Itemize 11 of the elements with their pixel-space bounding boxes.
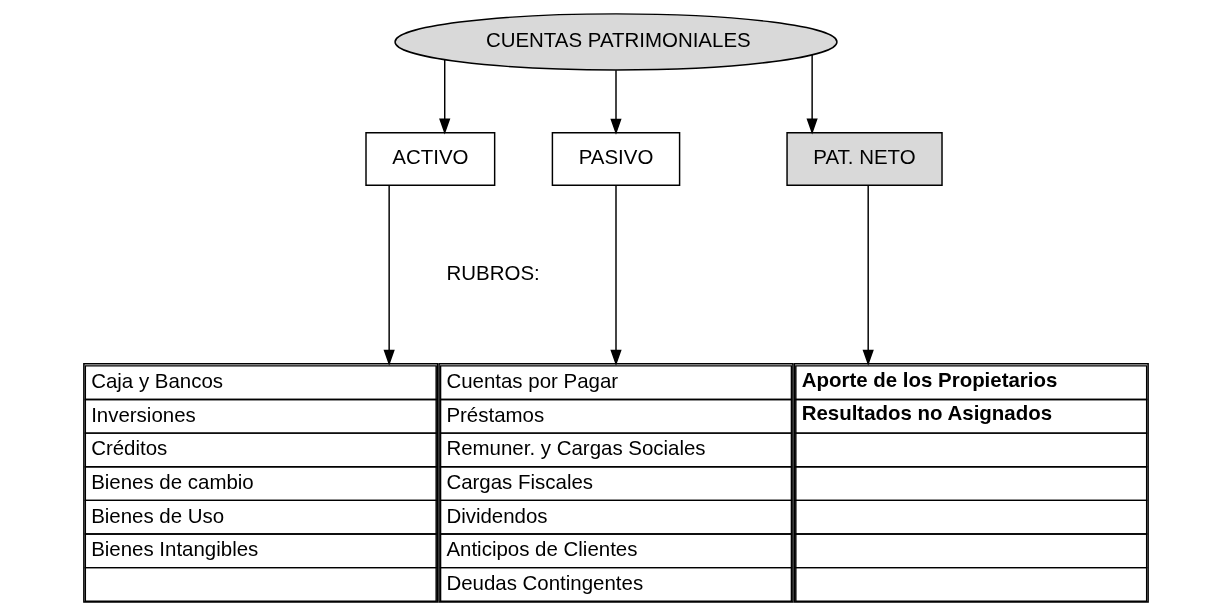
label: RUBROS:	[446, 260, 540, 284]
arrow	[806, 54, 818, 135]
arrow	[438, 58, 450, 135]
arrow	[862, 184, 874, 366]
node-ellipse: CUENTAS PATRIMONIALES	[393, 13, 838, 71]
node-box: PASIVO	[551, 131, 680, 187]
node-box: PAT. NETO	[785, 131, 943, 187]
arrow	[609, 184, 622, 366]
node-box: ACTIVO	[364, 131, 495, 187]
arrow	[383, 184, 395, 366]
arrow	[609, 69, 622, 135]
